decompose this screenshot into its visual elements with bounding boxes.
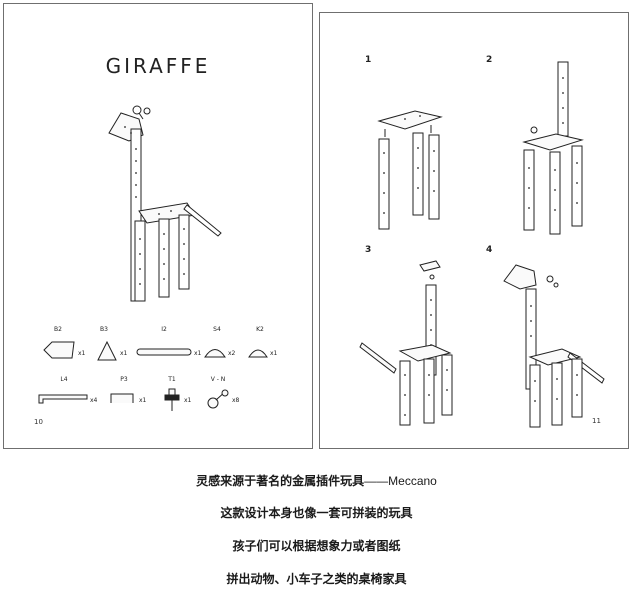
part-label-k2: K2 (256, 326, 264, 333)
part-label-i2: I2 (161, 326, 167, 333)
caption-latin-1: ——Meccano (364, 474, 437, 488)
caption-line-4: 拼出动物、小车子之类的桌椅家具 (0, 570, 633, 587)
right-page: 1 2 3 4 (319, 12, 629, 449)
part-p3-strip (110, 393, 134, 403)
part-qty-b3: x1 (120, 350, 128, 357)
part-qty-i2: x1 (194, 350, 202, 357)
part-vn-bolt (207, 389, 229, 409)
part-qty-k2: x1 (270, 350, 278, 357)
part-qty-p3: x1 (139, 397, 147, 404)
part-label-vn: V - N (210, 376, 226, 383)
part-k2-bracket (248, 349, 268, 358)
page-number-right: 11 (592, 417, 601, 425)
giraffe-illustration (108, 105, 222, 302)
page-title: GIRAFFE (105, 54, 211, 78)
page-number-left: 10 (34, 418, 43, 426)
part-label-b2: B2 (54, 326, 62, 333)
caption-line-2: 这款设计本身也像一套可拼装的玩具 (0, 504, 633, 521)
part-label-p3: P3 (120, 376, 128, 383)
caption-line-3: 孩子们可以根据想象力或者图纸 (0, 537, 633, 554)
caption-text-1: 灵感来源于著名的金属插件玩具 (196, 474, 365, 488)
part-label-t1: T1 (168, 376, 176, 383)
step-number-4: 4 (486, 245, 493, 255)
part-b2-plate (43, 341, 75, 359)
part-s4-bracket (204, 349, 226, 358)
caption-text-3: 孩子们可以根据想象力或者图纸 (232, 539, 401, 553)
caption-text-2: 这款设计本身也像一套可拼装的玩具 (220, 506, 413, 520)
caption-line-1: 灵感来源于著名的金属插件玩具——Meccano (0, 472, 633, 489)
part-qty-b2: x1 (78, 350, 86, 357)
step-number-1: 1 (365, 55, 372, 65)
part-label-l4: L4 (60, 376, 68, 383)
caption-text-4: 拼出动物、小车子之类的桌椅家具 (226, 572, 407, 586)
part-qty-l4: x4 (90, 397, 98, 404)
step-1-illustration (377, 110, 443, 230)
part-label-b3: B3 (100, 326, 108, 333)
part-qty-s4: x2 (228, 350, 236, 357)
step-number-2: 2 (486, 55, 493, 65)
step-2-illustration (522, 61, 584, 235)
step-4-illustration (503, 264, 605, 428)
part-label-s4: S4 (213, 326, 221, 333)
part-t1-tool (164, 388, 180, 411)
part-qty-vn: x8 (232, 397, 240, 404)
step-3-illustration (359, 260, 453, 426)
part-l4-angle (38, 394, 88, 404)
step-number-3: 3 (365, 245, 372, 255)
part-qty-t1: x1 (184, 397, 192, 404)
left-page: GIRAFFE B2 x1 B3 (3, 3, 313, 449)
part-i2-strip (136, 348, 192, 356)
part-b3-plate (97, 340, 117, 361)
